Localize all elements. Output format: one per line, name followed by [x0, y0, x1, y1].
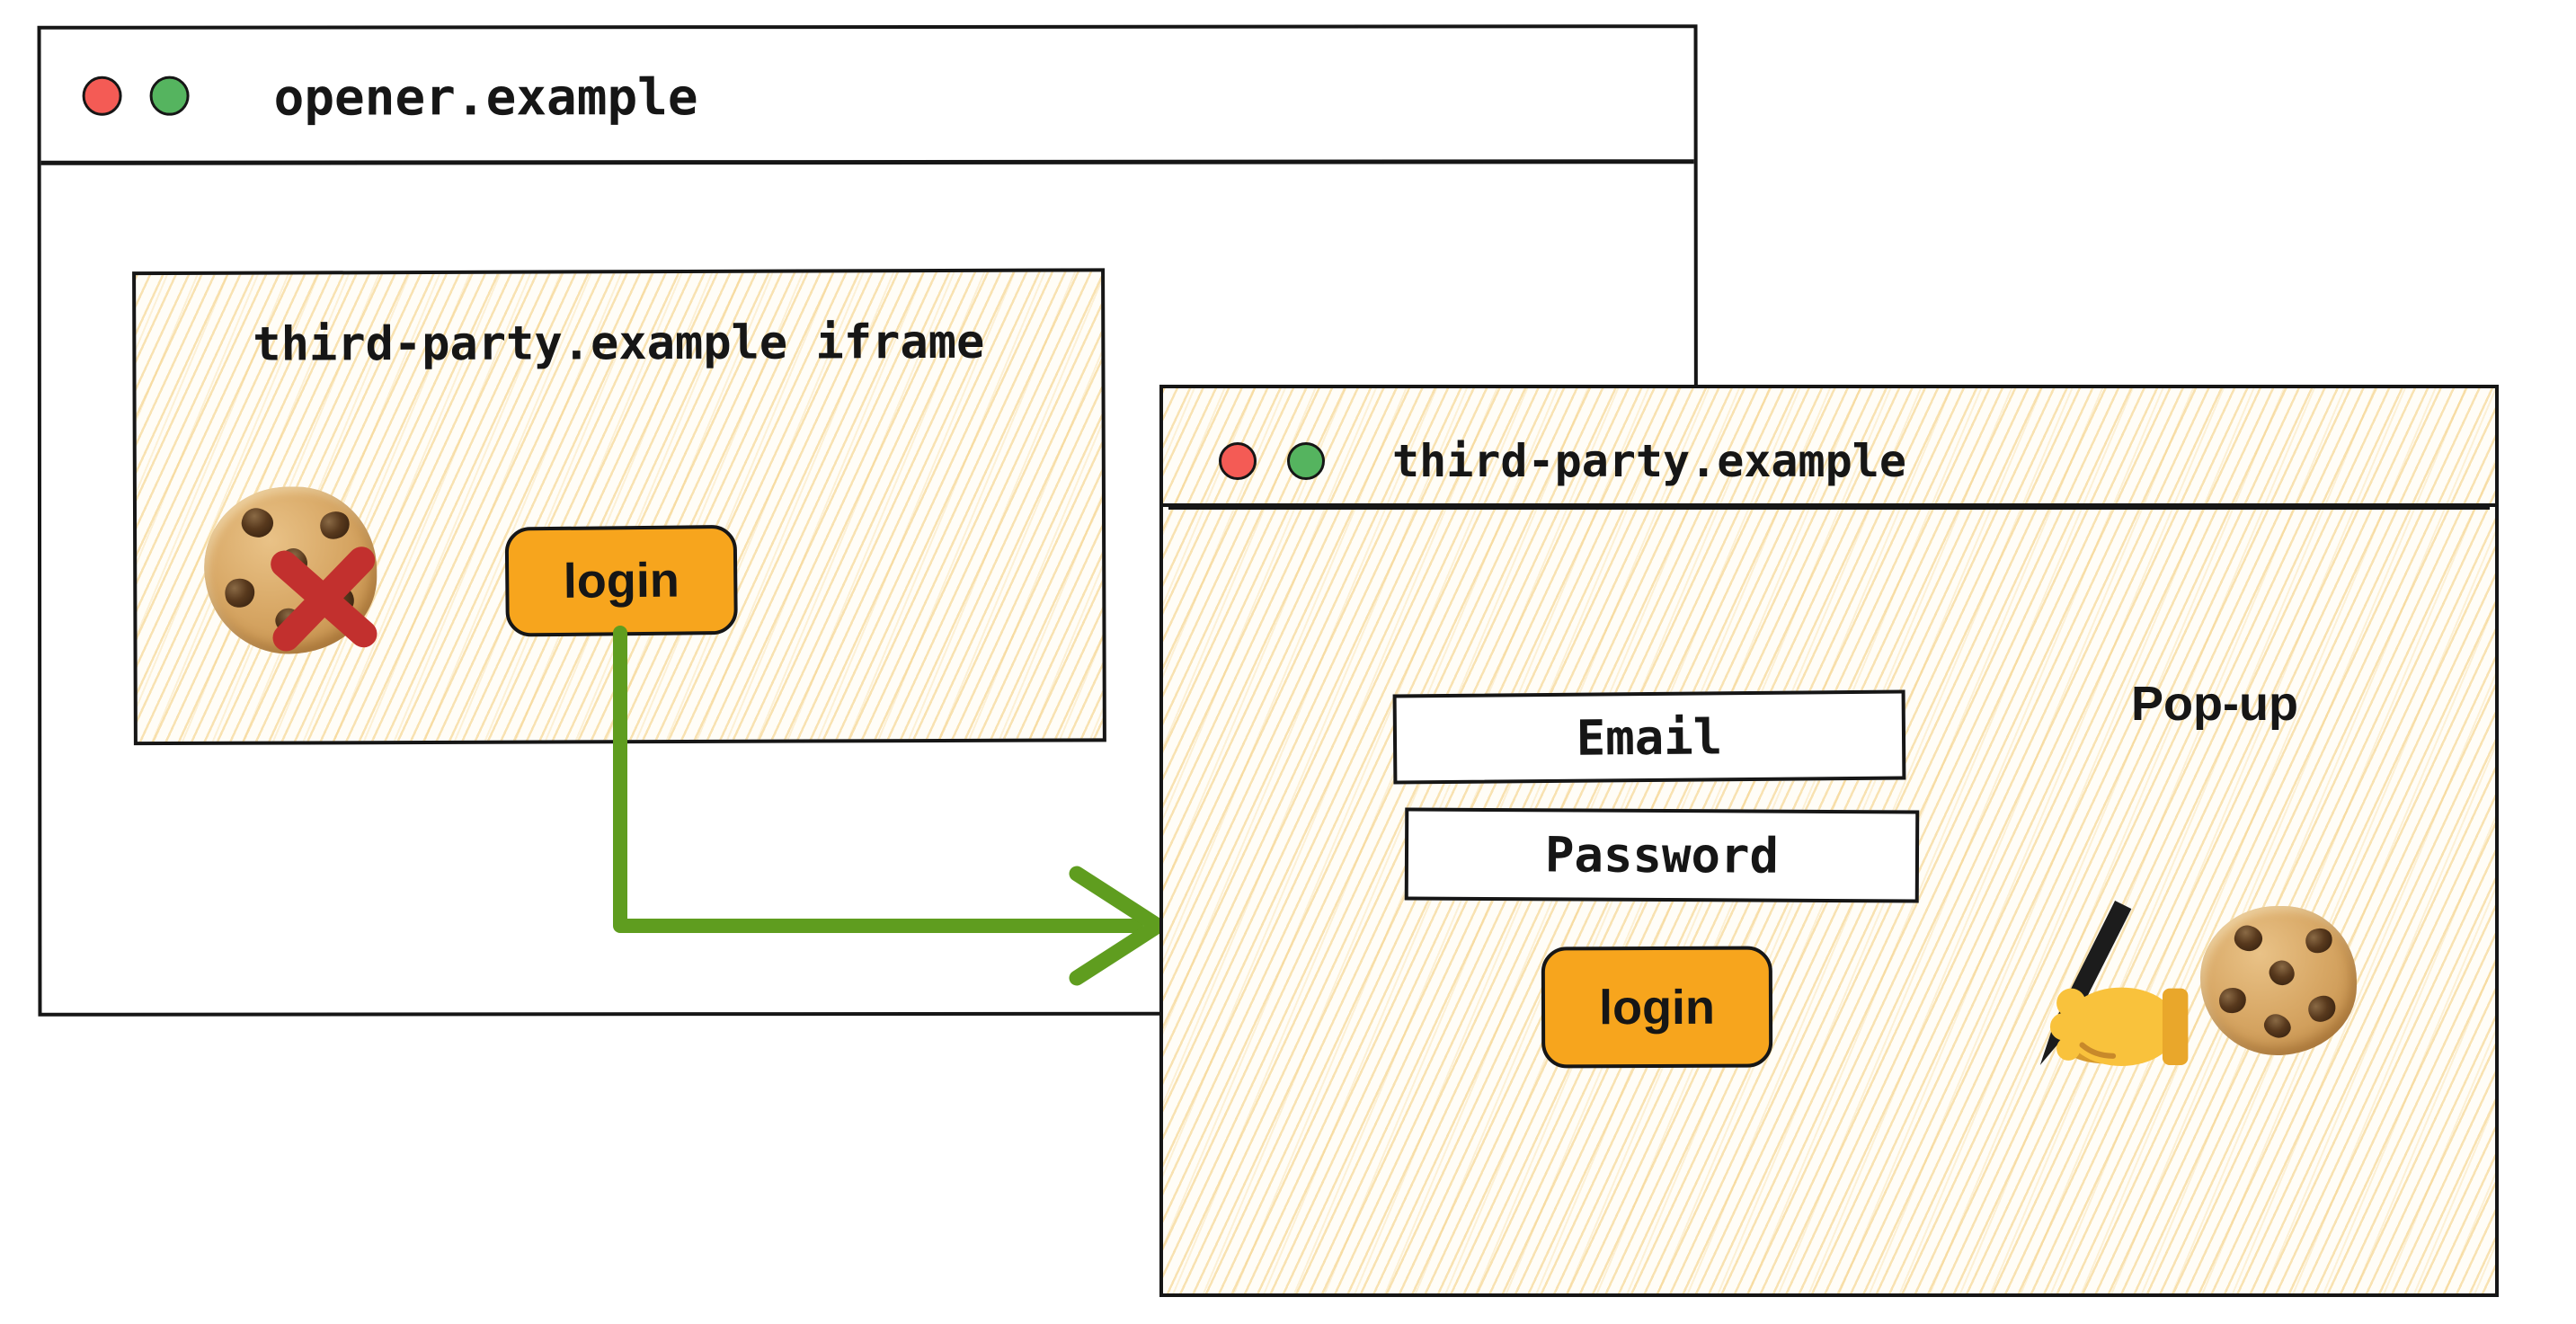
traffic-light-green-icon [149, 76, 190, 116]
chocolate-chip [2264, 955, 2299, 991]
password-field[interactable]: Password [1404, 807, 1920, 903]
popup-titlebar: third-party.example [1163, 388, 2495, 507]
popup-window-title: third-party.example [1392, 435, 1906, 487]
opener-titlebar: opener.example [40, 28, 1694, 165]
traffic-light-green-icon [1287, 442, 1325, 480]
traffic-light-red-icon [82, 76, 122, 116]
popup-window: third-party.example Email Password login… [1159, 385, 2499, 1297]
chocolate-chip [2216, 985, 2248, 1016]
chocolate-chip [315, 507, 353, 543]
popup-annotation-label: Pop-up [2131, 677, 2298, 731]
popup-login-button[interactable]: login [1541, 946, 1773, 1069]
iframe-login-button[interactable]: login [504, 524, 738, 637]
chocolate-chip [2261, 1010, 2295, 1043]
opener-window: opener.example third-party.example ifram… [37, 24, 1699, 1017]
opener-window-title: opener.example [273, 68, 698, 128]
chocolate-chip [2304, 990, 2341, 1026]
blocked-x-icon [271, 546, 378, 652]
cookie-icon [2200, 906, 2357, 1055]
writing-hand-icon [2039, 901, 2189, 1066]
iframe-label: third-party.example iframe [253, 315, 985, 372]
chocolate-chip [2301, 924, 2335, 956]
traffic-light-red-icon [1219, 442, 1257, 480]
chocolate-chip [222, 576, 257, 610]
email-field[interactable]: Email [1392, 689, 1906, 785]
third-party-iframe: third-party.example iframe login [132, 268, 1106, 746]
chocolate-chip [2232, 922, 2266, 955]
chocolate-chip [238, 504, 277, 541]
